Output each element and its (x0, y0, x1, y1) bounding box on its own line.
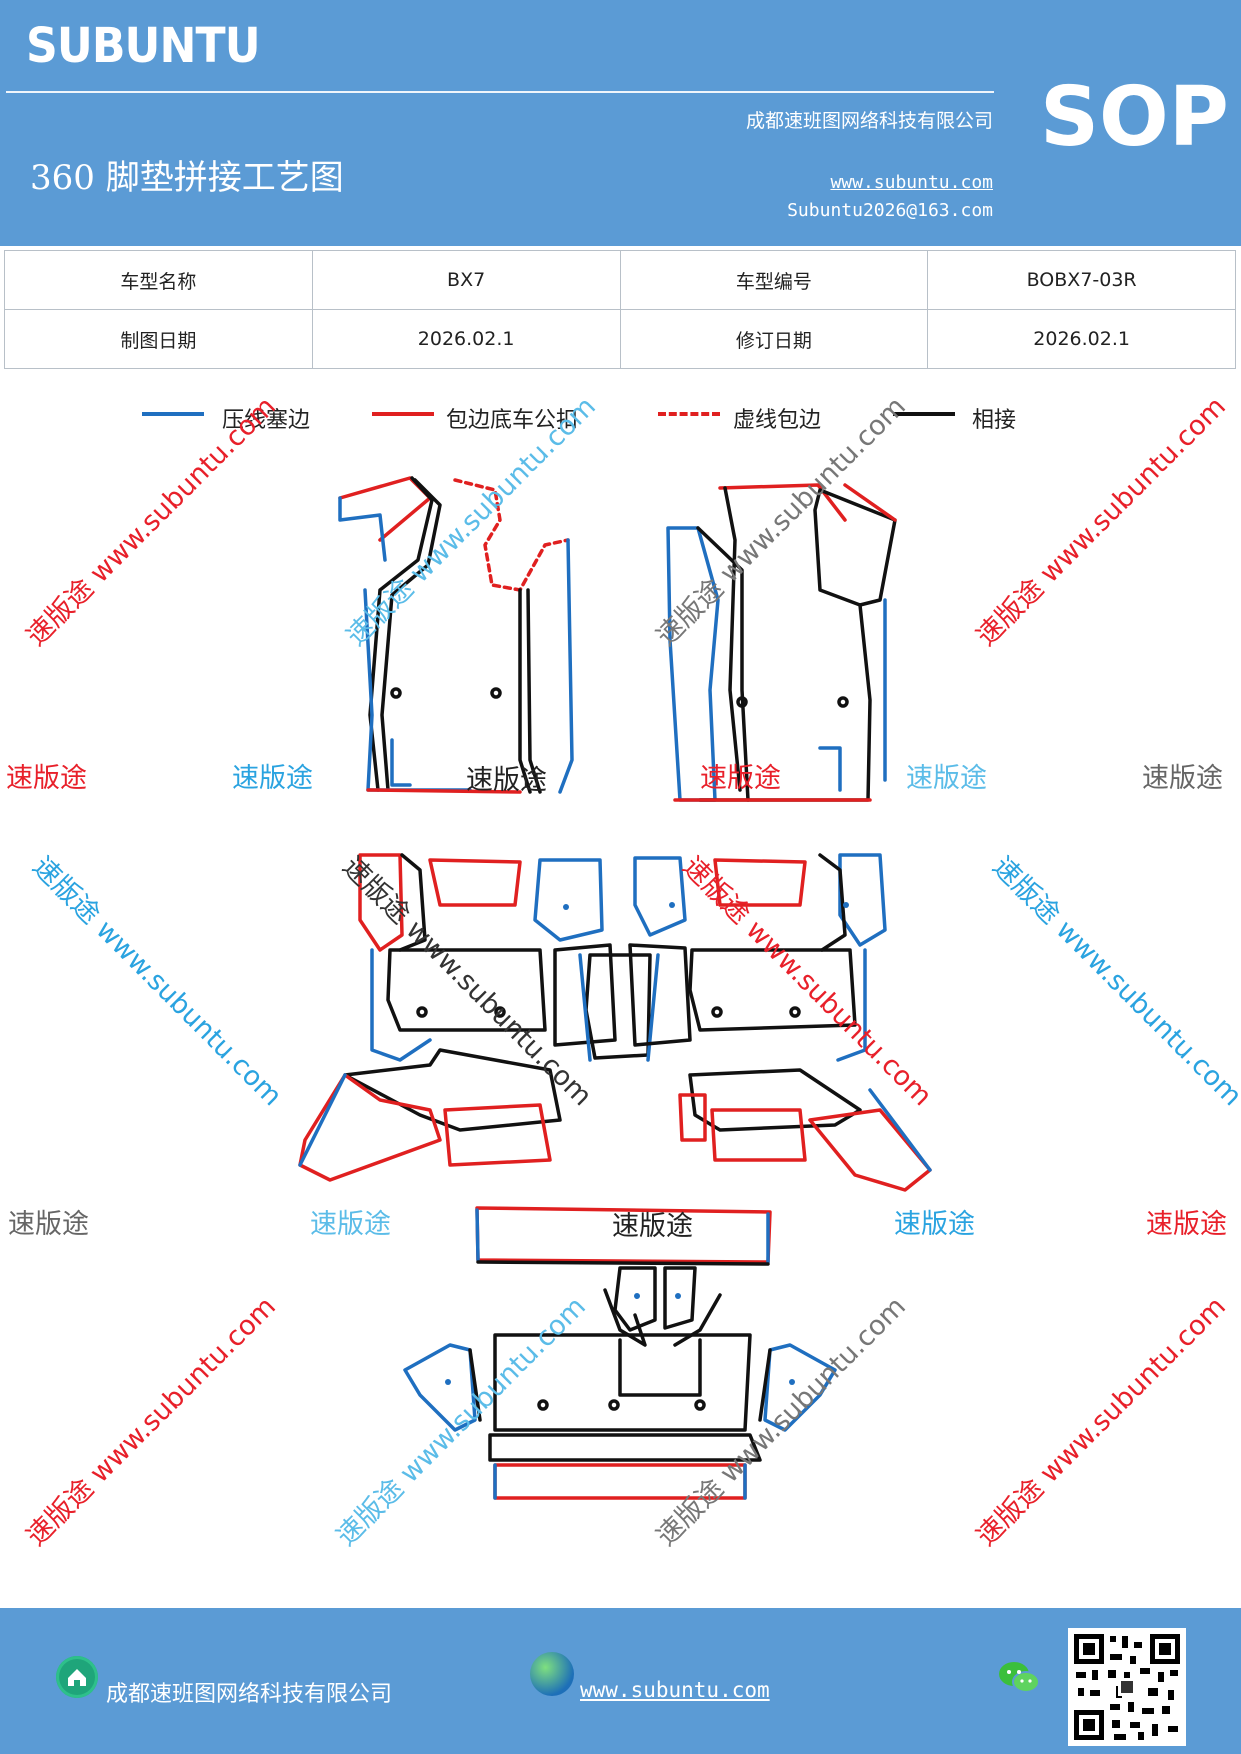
header-banner: SUBUNTU 成都速班图网络科技有限公司 360 脚垫拼接工艺图 www.su… (0, 0, 1241, 246)
wechat-icon[interactable] (996, 1654, 1044, 1702)
legend-label: 虚线包边 (733, 408, 822, 433)
home-icon[interactable] (56, 1656, 98, 1698)
watermark-brand: 速版途 (8, 1209, 89, 1240)
model-name-label: 车型名称 (4, 250, 313, 310)
draw-date-label: 制图日期 (4, 309, 313, 369)
watermark-brand: 速版途 (466, 765, 547, 796)
draw-date-value: 2026.02.1 (311, 309, 621, 369)
legend-label: 包边底车公扣 (446, 408, 579, 433)
model-code-value: BOBX7-03R (927, 250, 1236, 310)
legend-label: 压线塞边 (222, 408, 311, 433)
header-divider (6, 91, 994, 93)
floor-mat-diagram (298, 476, 932, 1500)
vehicle-info-table: 车型名称 BX7 车型编号 BOBX7-03R 制图日期 2026.02.1 修… (4, 250, 1236, 369)
watermark-brand: 速版途 (894, 1209, 975, 1240)
document-title: 360 脚垫拼接工艺图 (30, 158, 344, 198)
legend-label: 相接 (972, 408, 1017, 433)
watermark-brand: 速版途 (906, 763, 987, 794)
watermark-brand: 速版途 (1142, 763, 1223, 794)
watermark-brand: 速版途 (310, 1209, 391, 1240)
legend-swatch-red-dashed (658, 412, 720, 416)
watermark-brand: 速版途 (232, 763, 313, 794)
legend: 压线塞边 包边底车公扣 虚线包边 相接 (0, 398, 1241, 438)
rear-bar-mat (475, 1206, 772, 1266)
front-left-mat (338, 476, 574, 794)
header-website-link[interactable]: www.subuntu.com (830, 172, 993, 193)
revise-date-value: 2026.02.1 (927, 309, 1236, 369)
watermark-brand: 速版途 (1146, 1209, 1227, 1240)
header-email[interactable]: Subuntu2026@163.com (787, 200, 993, 221)
qr-code-image (1074, 1634, 1180, 1740)
model-code-label: 车型编号 (619, 250, 929, 310)
front-right-mat (666, 483, 897, 802)
middle-left-mats (298, 853, 617, 1182)
watermark-brand: 速版途 (700, 763, 781, 794)
legend-swatch-black (893, 412, 955, 416)
table-row: 制图日期 2026.02.1 修订日期 2026.02.1 (4, 309, 1236, 369)
footer-banner: 成都速班图网络科技有限公司 www.subuntu.com (0, 1608, 1241, 1754)
globe-icon[interactable] (530, 1652, 574, 1696)
watermark-brand: 速版途 (612, 1211, 693, 1242)
watermark-brand: 速版途 (6, 763, 87, 794)
qr-code[interactable] (1068, 1628, 1186, 1746)
middle-right-mats (628, 853, 932, 1192)
legend-swatch-blue (142, 412, 204, 416)
legend-swatch-red (372, 412, 434, 416)
footer-website-link[interactable]: www.subuntu.com (580, 1678, 770, 1702)
table-row: 车型名称 BX7 车型编号 BOBX7-03R (4, 250, 1236, 310)
rear-center-mats (403, 1266, 837, 1500)
brand-logo: SUBUNTU (26, 18, 261, 74)
sop-badge: SOP (1040, 70, 1229, 165)
header-company: 成都速班图网络科技有限公司 (745, 110, 993, 132)
footer-company: 成都速班图网络科技有限公司 (106, 1682, 393, 1707)
model-name-value: BX7 (311, 250, 621, 310)
